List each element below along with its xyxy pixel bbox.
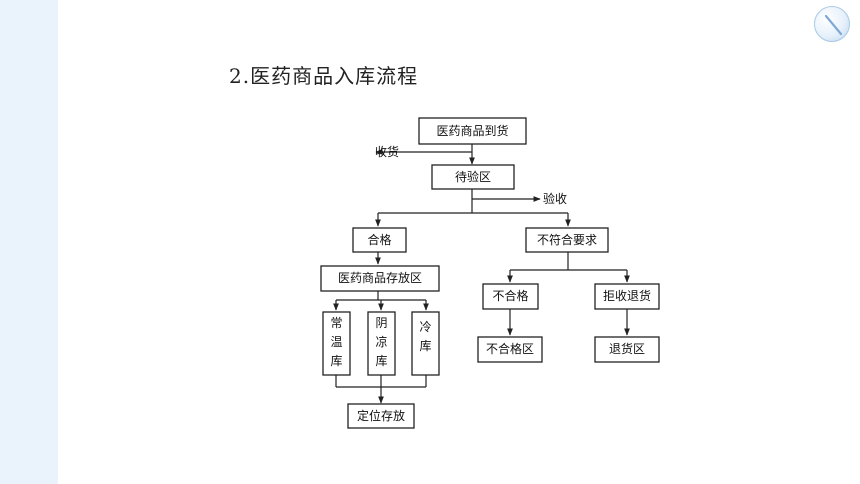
svg-text:合格: 合格 [367,232,391,247]
node-unqualified: 不合格 [482,283,539,310]
svg-text:不合格区: 不合格区 [486,341,534,356]
svg-text:定位存放: 定位存放 [357,408,405,423]
svg-text:库: 库 [330,353,342,368]
node-unqualified-area: 不合格区 [477,336,543,363]
svg-text:凉: 凉 [375,334,387,349]
node-qualified: 合格 [352,227,407,253]
svg-text:不合格: 不合格 [492,288,528,303]
svg-text:医药商品到货: 医药商品到货 [436,123,508,138]
svg-text:退货区: 退货区 [609,341,645,356]
label-inspect: 验收 [543,191,567,206]
svg-text:库: 库 [419,338,431,353]
node-storage-area: 医药商品存放区 [320,265,440,292]
svg-text:常: 常 [330,316,342,330]
svg-text:拒收退货: 拒收退货 [603,288,651,303]
node-nonconforming: 不符合要求 [525,227,609,253]
node-cold: 冷 库 [411,311,440,376]
left-sidebar [0,0,58,484]
svg-text:阴: 阴 [375,316,387,330]
connector-lines [333,144,630,404]
node-pending: 待验区 [431,164,515,190]
node-fixed-storage: 定位存放 [347,403,415,429]
svg-text:库: 库 [375,353,387,368]
svg-text:待验区: 待验区 [455,169,491,184]
node-reject-return: 拒收退货 [594,283,660,310]
node-shade-cool: 阴 凉 库 [367,311,396,376]
page-title: 2.医药商品入库流程 [229,64,419,88]
node-arrival: 医药商品到货 [418,117,527,145]
label-receive: 收货 [375,144,399,159]
svg-text:不符合要求: 不符合要求 [537,232,597,247]
node-return-area: 退货区 [594,336,660,363]
svg-text:冷: 冷 [419,320,431,334]
node-normal-temp: 常 温 库 [322,311,351,376]
svg-text:温: 温 [330,335,342,349]
svg-text:医药商品存放区: 医药商品存放区 [338,270,422,285]
slash-circle-logo-icon [814,6,850,42]
